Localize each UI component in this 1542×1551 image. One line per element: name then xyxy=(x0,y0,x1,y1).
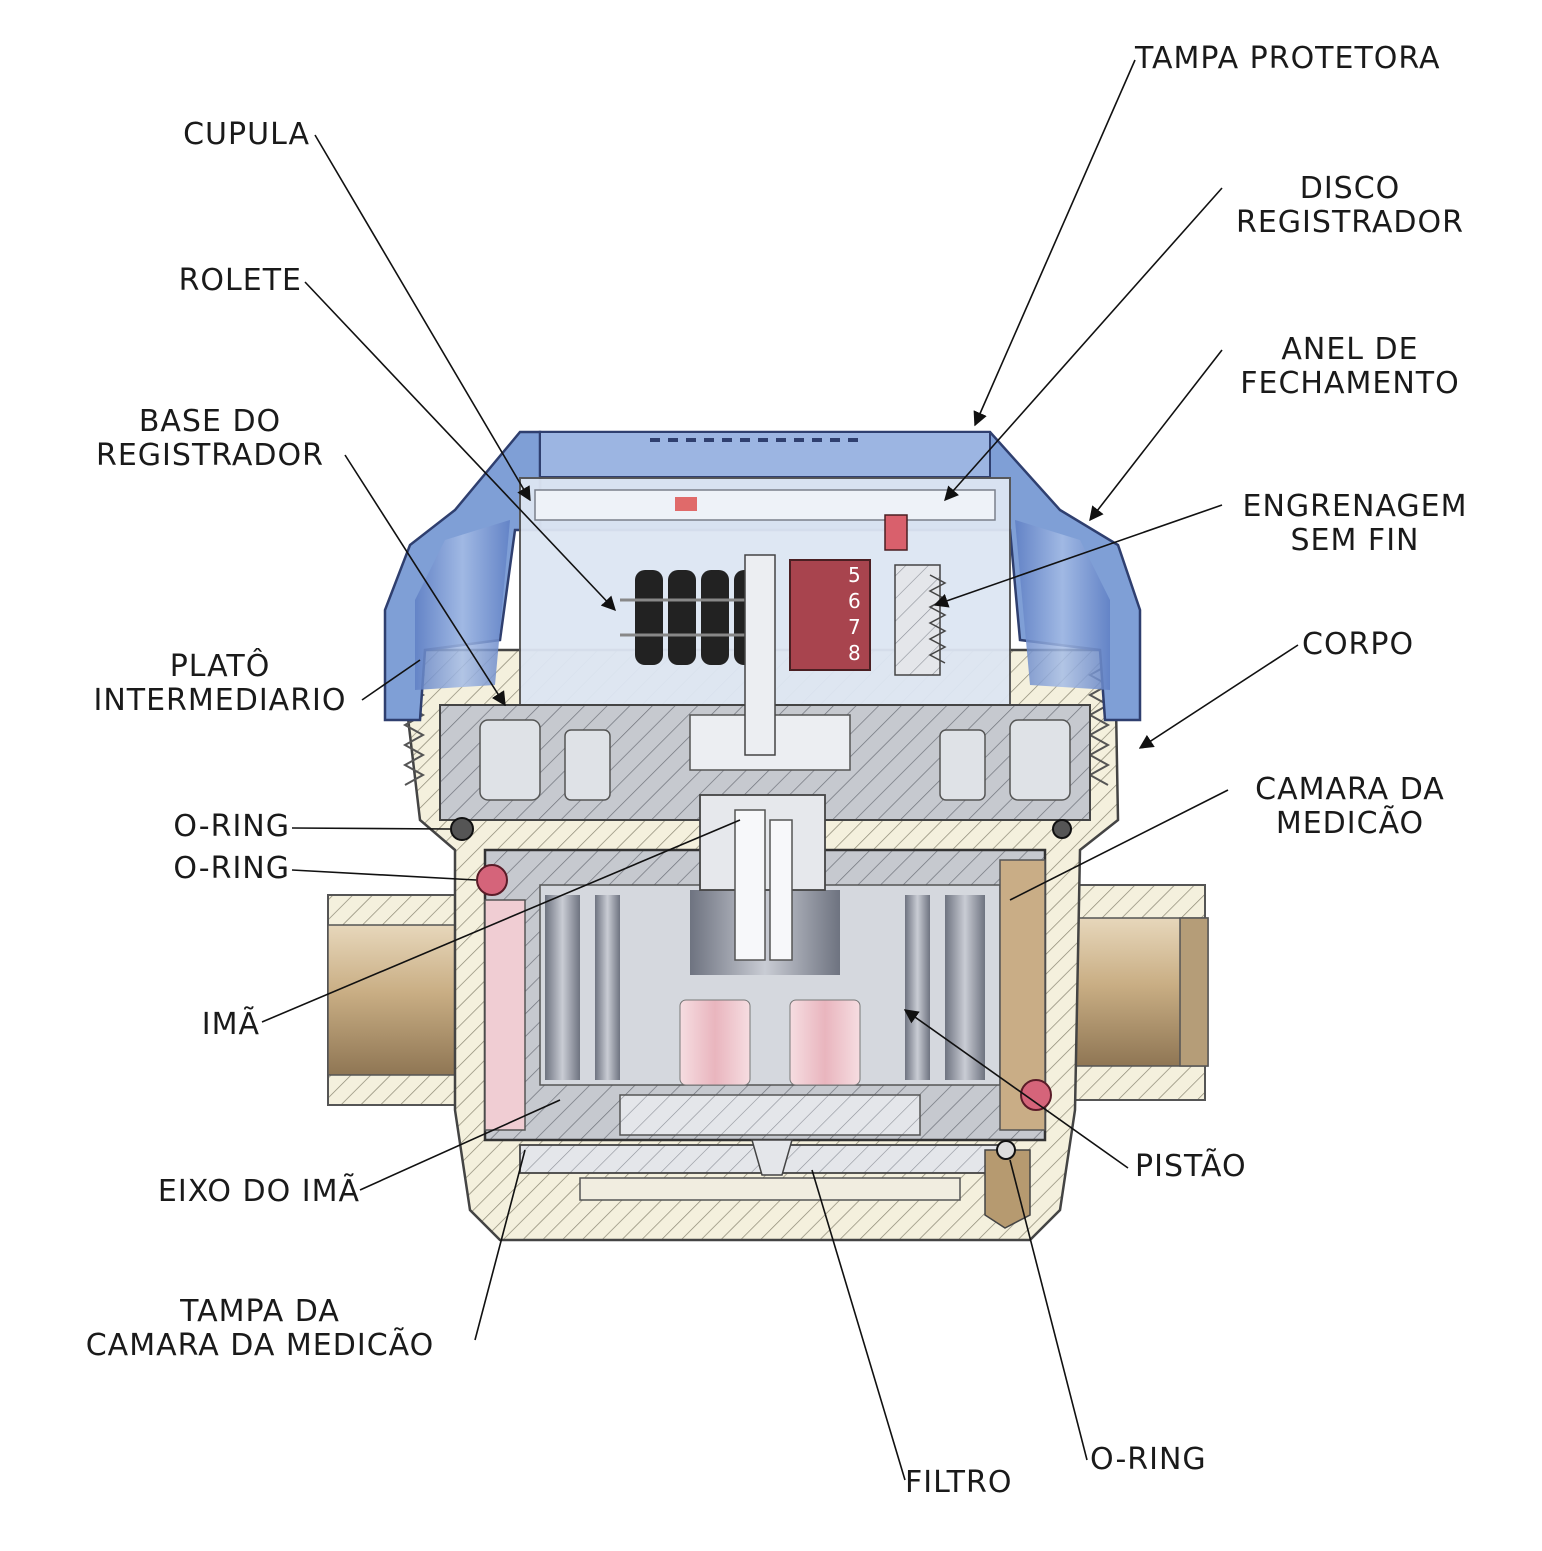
worm-gear xyxy=(894,564,947,676)
drain-plug xyxy=(984,1149,1031,1229)
register-digit: 7 xyxy=(848,615,861,639)
label-anel-de-fechamento: ANEL DE FECHAMENTO xyxy=(1210,333,1490,401)
label-camara-da-medicao: CAMARA DA MEDICÃO xyxy=(1220,773,1480,841)
label-text-line2: CAMARA DA MEDICÃO xyxy=(85,1328,435,1363)
label-text: O-RING xyxy=(173,809,290,844)
label-text: PISTÃO xyxy=(1135,1149,1247,1184)
label-text: FILTRO xyxy=(905,1465,1013,1500)
label-disco-registrador: DISCO REGISTRADOR xyxy=(1210,172,1490,240)
label-text-line1: DISCO xyxy=(1299,171,1401,206)
magnet-housing xyxy=(699,794,826,961)
label-o-ring-bottom: O-RING xyxy=(1090,1443,1207,1477)
label-text: TAMPA PROTETORA xyxy=(1135,41,1441,76)
register-disc: 5 6 7 8 xyxy=(789,514,908,671)
label-text: CORPO xyxy=(1302,627,1415,662)
label-text-line2: INTERMEDIARIO xyxy=(93,683,347,718)
register-digit: 8 xyxy=(848,641,861,665)
label-text-line2: SEM FIN xyxy=(1290,523,1420,558)
measuring-chamber xyxy=(483,848,1047,1142)
label-text: ROLETE xyxy=(178,263,302,298)
label-pistao: PISTÃO xyxy=(1135,1150,1247,1184)
label-text-line1: ENGRENAGEM xyxy=(1242,489,1468,524)
label-text: CUPULA xyxy=(183,117,310,152)
register-digit: 5 xyxy=(848,563,861,587)
label-text-line1: PLATÔ xyxy=(169,649,271,684)
label-plato-intermediario: PLATÔ INTERMEDIARIO xyxy=(70,650,370,718)
label-text-line1: CAMARA DA xyxy=(1255,772,1445,807)
o-ring-top-right-dot xyxy=(1052,819,1072,839)
label-eixo-do-ima: EIXO DO IMÃ xyxy=(80,1175,360,1209)
label-text-line2: REGISTRADOR xyxy=(1236,205,1464,240)
label-ima: IMÃ xyxy=(140,1008,260,1042)
label-text: EIXO DO IMÃ xyxy=(157,1174,360,1209)
label-tampa-da-camara: TAMPA DA CAMARA DA MEDICÃO xyxy=(40,1295,480,1363)
central-shaft xyxy=(744,554,776,756)
label-text-line2: FECHAMENTO xyxy=(1240,366,1460,401)
label-corpo: CORPO xyxy=(1302,628,1414,662)
label-text-line2: REGISTRADOR xyxy=(96,438,324,473)
label-filtro: FILTRO xyxy=(905,1466,1012,1500)
o-ring-right-dot xyxy=(1020,1079,1052,1111)
o-ring-bottom-dot xyxy=(996,1140,1016,1160)
o-ring-upper-dot xyxy=(450,817,474,841)
label-text-line1: ANEL DE xyxy=(1281,332,1419,367)
o-ring-mid-dot xyxy=(476,864,508,896)
label-text-line1: BASE DO xyxy=(138,404,282,439)
label-text-line1: TAMPA DA xyxy=(180,1294,340,1329)
label-text: O-RING xyxy=(173,851,290,886)
filter xyxy=(519,1139,1011,1201)
label-o-ring-second: O-RING xyxy=(130,852,290,886)
label-rolete: ROLETE xyxy=(150,264,302,298)
register-digit: 6 xyxy=(848,589,861,613)
leader-lines xyxy=(261,59,1299,1481)
label-engrenagem-sem-fin: ENGRENAGEM SEM FIN xyxy=(1210,490,1500,558)
label-text: IMÃ xyxy=(201,1007,260,1042)
label-text: O-RING xyxy=(1090,1442,1207,1477)
label-tampa-protetora: TAMPA PROTETORA xyxy=(1135,42,1441,76)
label-base-do-registrador: BASE DO REGISTRADOR xyxy=(70,405,350,473)
label-cupula: CUPULA xyxy=(150,118,310,152)
label-text-line2: MEDICÃO xyxy=(1275,806,1425,841)
label-o-ring-upper: O-RING xyxy=(130,810,290,844)
